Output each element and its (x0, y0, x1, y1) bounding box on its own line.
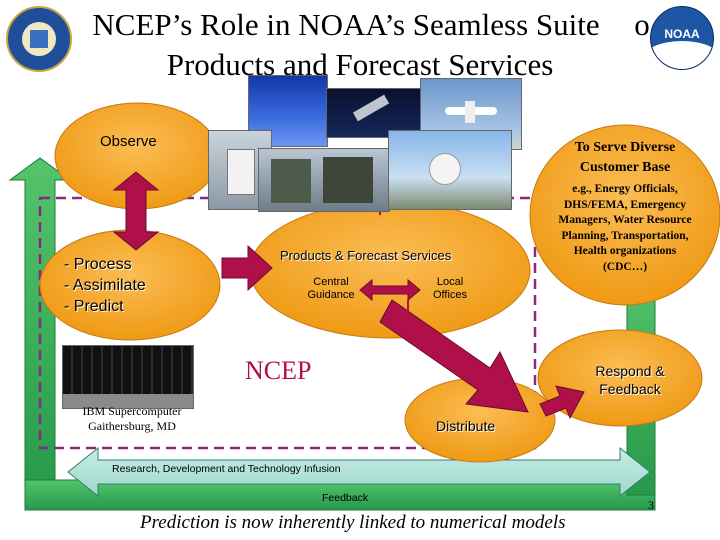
serve-title: To Serve Diverse Customer Base (574, 140, 676, 175)
satellite-photo-1 (248, 75, 328, 147)
noaa-logo-icon: NOAA (650, 6, 714, 70)
local-offices-label: Local Offices (432, 276, 468, 301)
observatory-photo (388, 130, 512, 210)
satellite-photo-2 (326, 88, 424, 138)
feedback-label: Feedback (322, 492, 369, 504)
process-products-arrow (221, 244, 273, 292)
ncep-label: NCEP (245, 356, 312, 385)
process-item: - Assimilate (64, 277, 146, 294)
feedback-loop-arrow (8, 157, 672, 511)
process-list: - Process - Assimilate - Predict (64, 254, 214, 317)
observe-process-arrow (112, 171, 160, 251)
page-title-line1-tail: o (634, 7, 650, 42)
supercomputer-photo (62, 345, 194, 409)
radar-field-photo (258, 148, 390, 212)
central-local-arrow (359, 278, 421, 302)
page-number: 3 (648, 498, 654, 512)
observe-label: Observe (100, 133, 157, 150)
research-label: Research, Development and Technology Inf… (112, 463, 341, 475)
central-guidance-label: Central Guidance (307, 276, 355, 301)
serve-detail: e.g., Energy Officials, DHS/FEMA, Emerge… (558, 183, 692, 273)
department-of-commerce-seal-icon (6, 6, 72, 72)
process-item: - Process (64, 256, 132, 273)
page-title-line2: Products and Forecast Services (166, 47, 554, 82)
customer-oval (529, 124, 720, 306)
supercomputer-caption: IBM Supercomputer Gaithersburg, MD (82, 404, 182, 433)
products-label: Products & Forecast Services (280, 248, 452, 263)
footer-text: Prediction is now inherently linked to n… (140, 512, 566, 533)
distribute-label: Distribute (436, 418, 496, 434)
process-item: - Predict (64, 298, 124, 315)
distribute-respond-arrow (539, 385, 585, 420)
page-title-line1: NCEP’s Role in NOAA’s Seamless Suite (92, 7, 600, 42)
respond-label: Respond & Feedback (595, 363, 665, 397)
